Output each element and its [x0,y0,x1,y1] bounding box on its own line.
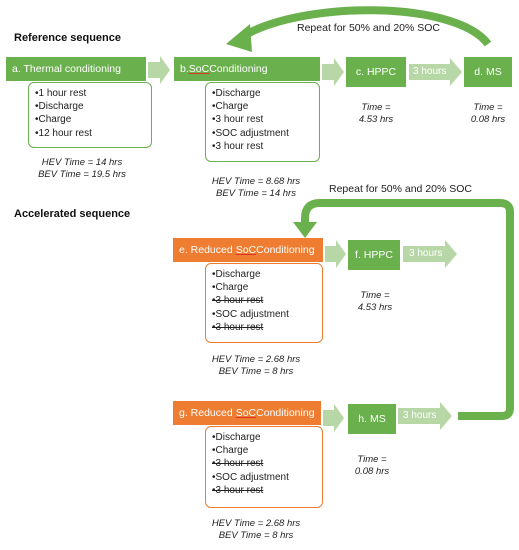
header-suffix: Conditioning [209,63,268,75]
list-item: •Charge [212,445,249,457]
list-item: •Discharge [212,432,261,443]
arrow-h-out [398,402,452,430]
ms-time-accelerated: Time = 0.08 hrs [344,454,400,478]
arrow-b-to-c [322,58,344,86]
list-item-removed: •3 hour rest [212,458,264,470]
repeat-label-accelerated: Repeat for 50% and 20% SOC [329,183,473,195]
header-prefix: b. [180,63,189,75]
list-item: •Charge [35,114,72,126]
reduced-soc-conditioning-e-steps: •Discharge •Charge •3 hour rest •SOC adj… [205,263,323,343]
bev-time: BEV Time = 8 hrs [218,530,294,541]
time-value: 4.53 hrs [357,302,393,313]
reduced-e-time: HEV Time = 2.68 hrs BEV Time = 8 hrs [196,354,316,378]
reduced-soc-conditioning-g-steps: •Discharge •Charge •3 hour rest •SOC adj… [205,426,323,508]
header-soc: SoC [188,63,210,75]
soc-conditioning-steps: •Discharge •Charge •3 hour rest •SOC adj… [205,82,320,162]
arrow-g-to-h [323,404,344,432]
hppc-time-reference: Time = 4.53 hrs [346,102,406,126]
arrow-e-to-f [325,240,346,268]
hppc-box-accelerated: f. HPPC [348,240,400,270]
list-item: •SOC adjustment [212,471,289,483]
time-value: 0.08 hrs [354,466,390,477]
time-value: 0.08 hrs [470,114,506,125]
time-label: Time = [360,290,390,301]
reference-sequence-title: Reference sequence [14,32,121,44]
soc-conditioning-header: b. SoC Conditioning [174,57,320,81]
list-item-removed: •3 hour rest [212,295,264,307]
bev-time: BEV Time = 19.5 hrs [38,169,126,180]
header-prefix: e. Reduced [179,244,233,256]
time-label: Time = [357,454,387,465]
list-item: •Charge [212,282,249,294]
repeat-connector-accelerated [301,199,514,420]
ms-time-reference: Time = 0.08 hrs [462,102,514,126]
accelerated-sequence-title: Accelerated sequence [14,208,131,220]
list-item: •SOC adjustment [212,308,289,320]
gap-label-after-ms: 3 hours [403,410,437,421]
arrow-f-out [403,240,457,268]
gap-label-after-hppc: 3 hours [409,248,443,259]
hev-time: HEV Time = 8.68 hrs [211,176,301,187]
soc-time: HEV Time = 8.68 hrs BEV Time = 14 hrs [196,176,316,200]
repeat-arrow-reference [237,6,492,47]
list-item: •Discharge [212,88,261,99]
header-soc: SoC [235,244,257,256]
list-item: •12 hour rest [35,127,92,139]
time-label: Time = [473,102,503,113]
time-label: Time = [361,102,391,113]
repeat-label-reference: Repeat for 50% and 20% SOC [297,22,441,34]
list-item: •1 hour rest [35,88,87,99]
gap-label-reference: 3 hours [413,66,447,77]
hev-time: HEV Time = 2.68 hrs [211,518,301,529]
reduced-g-time: HEV Time = 2.68 hrs BEV Time = 8 hrs [196,518,316,542]
thermal-conditioning-header: a. Thermal conditioning [6,57,146,81]
thermal-time: HEV Time = 14 hrs BEV Time = 19.5 hrs [22,157,142,181]
list-item: •3 hour rest [212,114,264,126]
list-item: •Discharge [212,269,261,280]
arrow-c-to-d [409,58,462,86]
list-item: •SOC adjustment [212,127,289,139]
reduced-soc-conditioning-e-header: e. Reduced SoC Conditioning [173,238,323,262]
header-suffix: Conditioning [256,407,315,419]
ms-box-accelerated: h. MS [348,404,396,434]
hppc-box-reference: c. HPPC [346,57,406,87]
time-value: 4.53 hrs [358,114,394,125]
header-prefix: g. Reduced [179,407,233,419]
list-item: •3 hour rest [212,140,264,152]
bev-time: BEV Time = 8 hrs [218,366,294,377]
hev-time: HEV Time = 2.68 hrs [211,354,301,365]
list-item-removed: •3 hour rest [212,321,264,333]
repeat-arrowhead-reference [226,24,252,52]
list-item-removed: •3 hour rest [212,484,264,496]
header-suffix: Conditioning [256,244,315,256]
hev-time: HEV Time = 14 hrs [41,157,123,168]
list-item: •Charge [212,101,249,113]
ms-box-reference: d. MS [464,57,512,87]
header-soc: SoC [235,407,257,419]
reduced-soc-conditioning-g-header: g. Reduced SoC Conditioning [173,401,321,425]
arrow-a-to-b [148,56,170,84]
list-item: •Discharge [35,101,84,113]
hppc-time-accelerated: Time = 4.53 hrs [346,290,404,314]
repeat-arrowhead-accelerated [293,222,317,238]
bev-time: BEV Time = 14 hrs [216,188,296,199]
thermal-conditioning-steps: •1 hour rest •Discharge •Charge •12 hour… [28,82,152,148]
